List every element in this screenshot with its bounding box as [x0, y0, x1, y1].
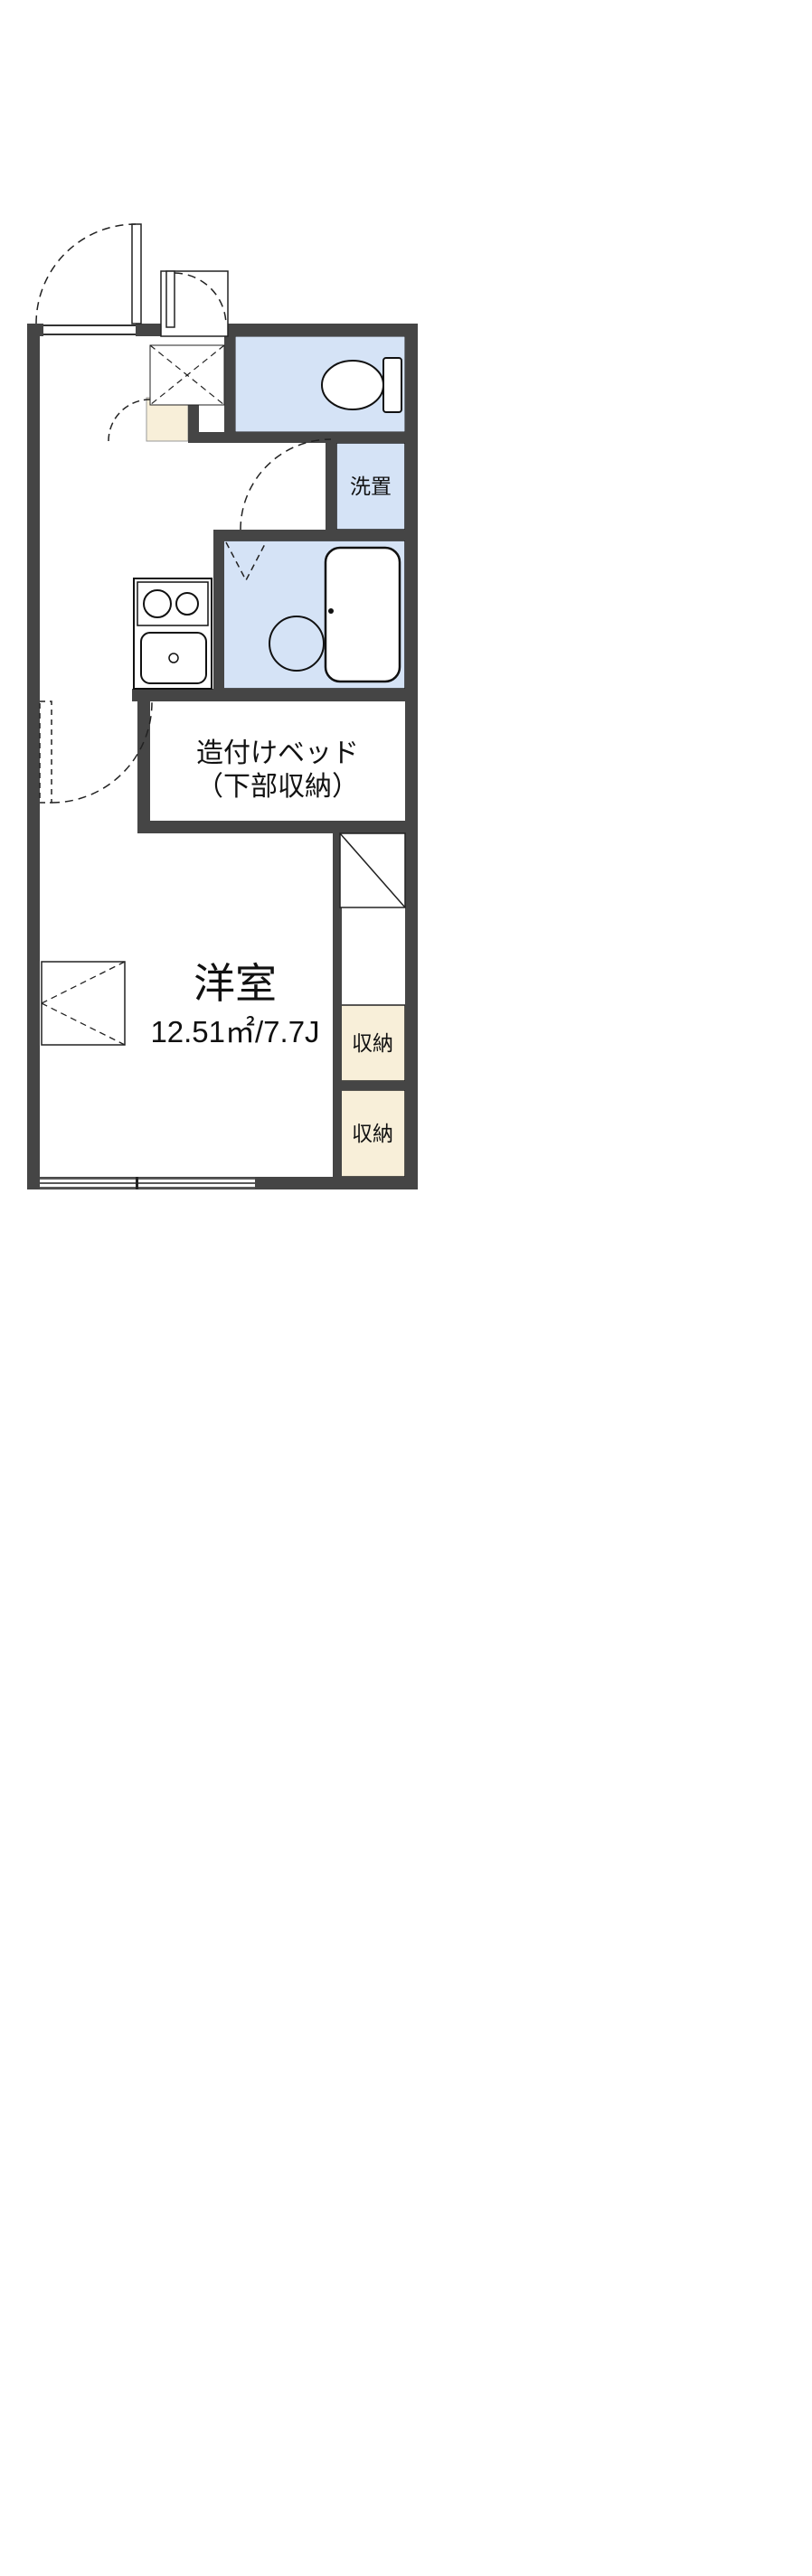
wall-top-right [222, 324, 418, 336]
fridge-space-diagonal [339, 832, 406, 908]
shoe-closet [149, 344, 225, 406]
sink-drain [168, 653, 179, 663]
bath-stool [269, 616, 325, 672]
shoe-closet-x2 [149, 344, 225, 406]
label-built-in-bed: 造付けベッド （下部収納） [150, 723, 405, 817]
marker-box [41, 961, 126, 1046]
stove-top [137, 581, 209, 626]
wall-bed-left [137, 701, 150, 833]
porch-door-leaf [165, 270, 175, 328]
wall-toilet-left [224, 324, 235, 443]
toilet-fixture [321, 357, 402, 413]
wall-storage-divider [333, 1081, 418, 1090]
toilet-bowl [321, 360, 384, 410]
label-storage-lower: 収納 [352, 1121, 393, 1145]
walls [27, 324, 418, 1189]
mainroom-door-swing-arc [51, 701, 153, 804]
toilet-tank [382, 357, 402, 413]
marker-diag-top [41, 961, 126, 1004]
wall-laundry-left [326, 439, 336, 533]
mainroom-marker [41, 961, 126, 1046]
wall-bed-bottom [137, 821, 418, 833]
label-built-in-bed-line2: （下部収納） [196, 772, 359, 802]
washroom-door-swing-arc [240, 438, 332, 531]
wall-right [405, 324, 418, 1189]
entry-door-swing-arc [35, 223, 137, 324]
wall-mid-horizontal [132, 689, 418, 701]
label-main-room-name: 洋室 [194, 960, 277, 1008]
wall-bath-left [213, 530, 224, 694]
window-center-tick [136, 1177, 138, 1189]
porch-door-swing-arc [174, 272, 227, 326]
entry-door-leaf [131, 223, 142, 324]
marker-diag-bottom [41, 1002, 126, 1046]
fridge-space [339, 832, 406, 908]
kitchen-unit [133, 578, 212, 690]
label-built-in-bed-line1: 造付けベッド [196, 738, 359, 768]
label-main-room-size: 12.51㎡/7.7J [150, 1015, 320, 1049]
stove-burner-right [175, 592, 199, 616]
stove-burner-left [143, 589, 172, 618]
label-storage-upper: 収納 [352, 1030, 393, 1055]
wall-top-left-stub [27, 324, 43, 336]
bath-folding-door [225, 541, 267, 582]
window-bottom [40, 1177, 255, 1189]
wall-closet-column [333, 833, 342, 1179]
label-laundry: 洗置 [350, 474, 392, 498]
wall-bath-top [213, 530, 418, 541]
bathtub [324, 546, 401, 683]
bathtub-handle [328, 608, 334, 614]
entry-threshold [43, 324, 136, 335]
bath-fixtures [225, 541, 401, 683]
wall-left [27, 324, 40, 1189]
mainroom-door-leaf [39, 700, 52, 804]
wall-top-mid [136, 324, 168, 336]
wall-toilet-bottom [224, 432, 418, 443]
wall-entry-stub-horizontal [188, 432, 235, 443]
